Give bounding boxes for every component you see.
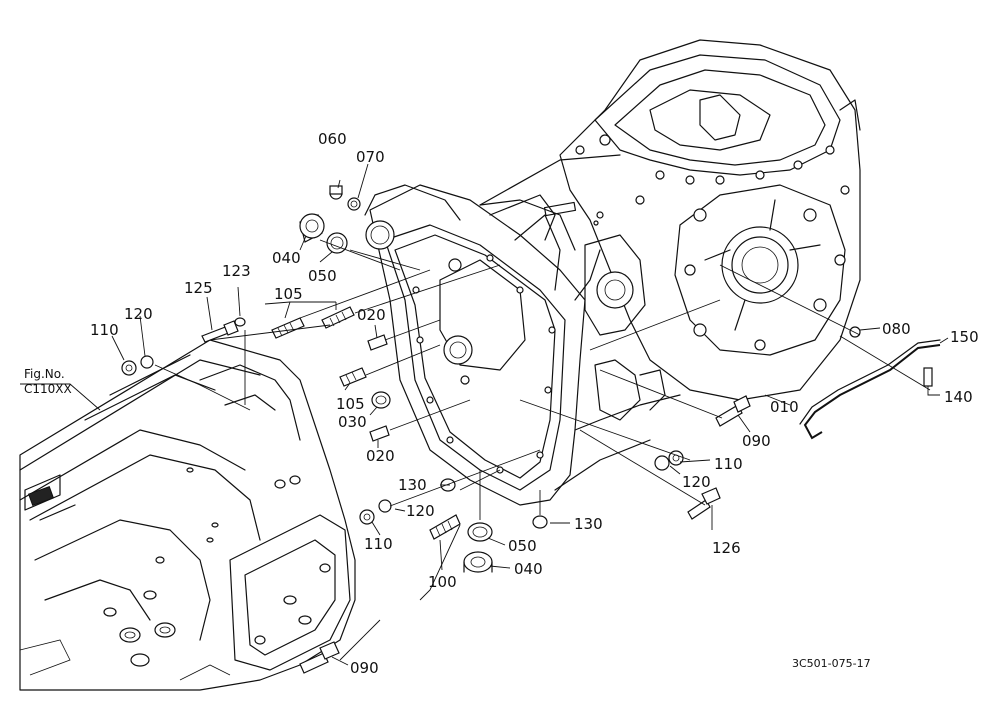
part-label-020: 020 (366, 447, 395, 465)
label-pointers (20, 163, 949, 666)
part-label-110: 110 (714, 455, 743, 473)
part-label-010: 010 (770, 398, 799, 416)
part-label-120: 120 (682, 473, 711, 491)
figure-reference: Fig.No. C110XX (24, 367, 72, 396)
part-label-123: 123 (222, 262, 251, 280)
figure-reference-line1: Fig.No. (24, 367, 65, 381)
part-label-020: 020 (357, 306, 386, 324)
part-label-090: 090 (742, 432, 771, 450)
part-labels: 060 070 040 050 123 125 105 120 110 020 … (90, 130, 979, 677)
figure-reference-line2: C110XX (24, 382, 72, 396)
part-label-040: 040 (514, 560, 543, 578)
part-label-120: 120 (406, 502, 435, 520)
part-label-105: 105 (274, 285, 303, 303)
small-parts (121, 185, 941, 674)
part-label-060: 060 (318, 130, 347, 148)
part-label-090: 090 (350, 659, 379, 677)
leader-lines (154, 239, 931, 661)
part-label-070: 070 (356, 148, 385, 166)
part-label-110: 110 (90, 321, 119, 339)
part-label-050: 050 (308, 267, 337, 285)
part-label-050: 050 (508, 537, 537, 555)
middle-plate-drawing (364, 184, 586, 506)
front-housing-drawing (19, 339, 356, 691)
part-label-110: 110 (364, 535, 393, 553)
part-label-150: 150 (950, 328, 979, 346)
part-label-080: 080 (882, 320, 911, 338)
part-label-105: 105 (336, 395, 365, 413)
part-label-130: 130 (574, 515, 603, 533)
part-label-120: 120 (124, 305, 153, 323)
part-label-130: 130 (398, 476, 427, 494)
part-label-040: 040 (272, 249, 301, 267)
transmission-case-drawing (479, 39, 861, 491)
part-label-140: 140 (944, 388, 973, 406)
part-label-100: 100 (428, 573, 457, 591)
part-label-125: 125 (184, 279, 213, 297)
part-label-030: 030 (338, 413, 367, 431)
part-label-126: 126 (712, 539, 741, 557)
drawing-code: 3C501-075-17 (792, 657, 871, 670)
